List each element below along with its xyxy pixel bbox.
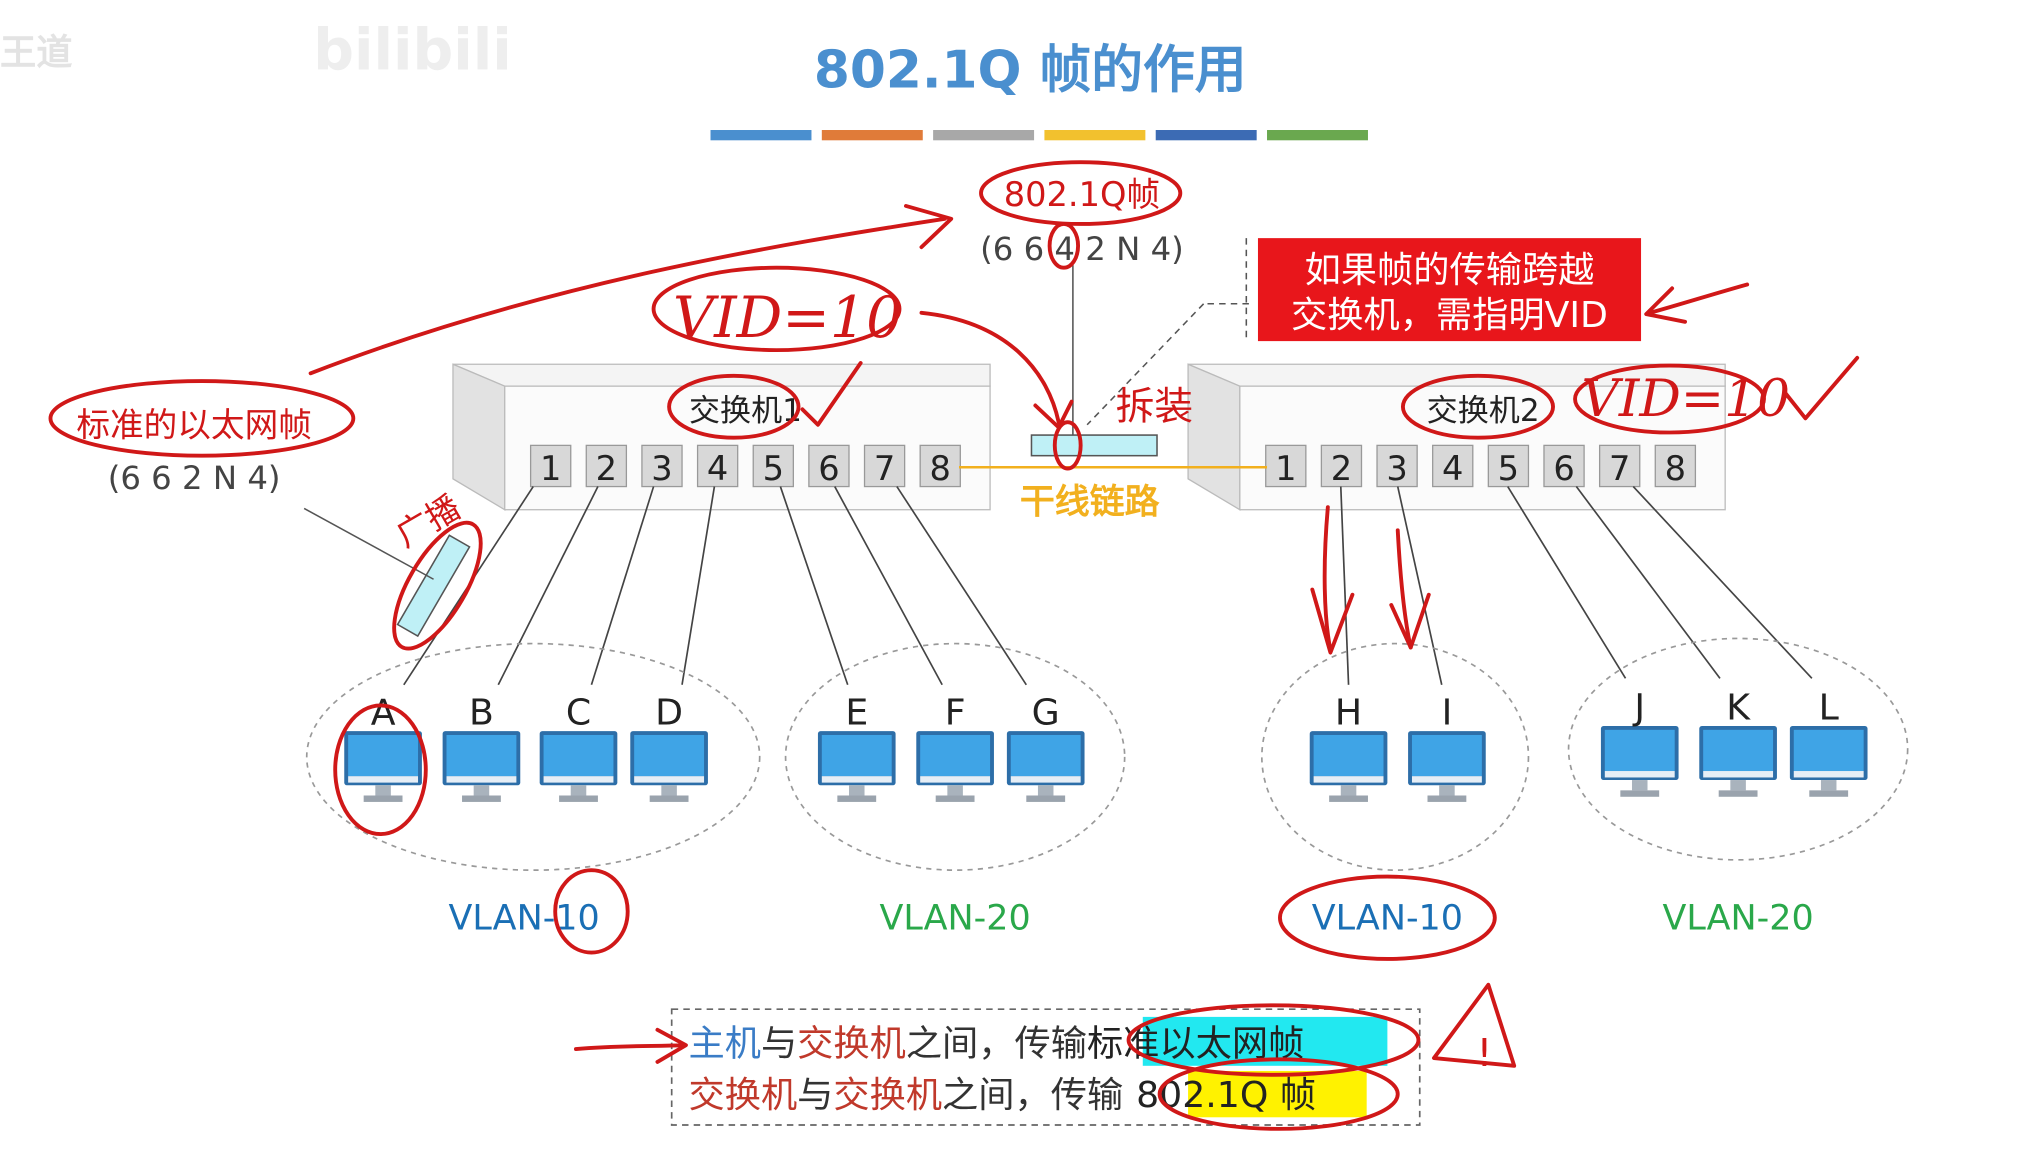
- cables: [403, 485, 1813, 686]
- computer-icon: [1699, 725, 1777, 797]
- host-label: B: [469, 691, 494, 734]
- switch-2-label: 交换机2: [1427, 393, 1540, 429]
- host-label: G: [1032, 691, 1060, 734]
- watermark-logo: bilibili: [313, 18, 512, 84]
- computer-icon: [630, 731, 708, 802]
- frame-left-fields: (6 6 2 N 4): [108, 459, 281, 497]
- switch2-port-label: 6: [1553, 449, 1574, 488]
- host-label: F: [945, 691, 966, 734]
- computer-icon: [539, 731, 618, 802]
- title-bar-segment: [710, 130, 812, 141]
- trunk-label: 干线链路: [1020, 483, 1160, 523]
- vlan-label-4: VLAN-20: [1663, 898, 1814, 938]
- switch2-port: [1543, 444, 1585, 488]
- switch1-port-label: 2: [596, 449, 617, 488]
- switch2-port: [1265, 444, 1307, 488]
- computer-icon: [1408, 731, 1486, 802]
- host-label: H: [1335, 691, 1362, 734]
- exclaim-note: !: [1477, 1031, 1493, 1076]
- switch2-port-label: 7: [1609, 449, 1630, 488]
- frame-left-label: 标准的以太网帧: [76, 405, 311, 444]
- switch1-port-label: 7: [874, 449, 895, 488]
- left-frame-packet: [396, 534, 471, 638]
- switch1-port-label: 1: [540, 449, 561, 488]
- switch2-port: [1376, 444, 1418, 488]
- circle-frame-top: [979, 160, 1183, 226]
- switch1-port: [863, 444, 906, 488]
- highlight-yellow: [1188, 1070, 1367, 1118]
- switch-1-label: 交换机1: [689, 393, 802, 429]
- switch1-port: [585, 444, 628, 488]
- title-bar-segment: [1044, 130, 1146, 141]
- switch1-port: [919, 444, 961, 488]
- switch2-port-label: 2: [1331, 449, 1352, 488]
- summary-line1: 主机与交换机之间，传输标准以太网帧: [689, 1022, 1305, 1065]
- watermark-prefix: 王道: [0, 30, 72, 73]
- title-bar-segment: [933, 130, 1035, 141]
- host-label: A: [371, 691, 396, 734]
- switch1-port-label: 8: [930, 449, 951, 488]
- switch1-port: [529, 444, 572, 488]
- computer-icon: [1600, 725, 1679, 797]
- tag-note: 拆装: [1116, 385, 1194, 430]
- host-label: C: [566, 691, 591, 734]
- callout-line2: 交换机，需指明VID: [1291, 293, 1608, 336]
- host-label: J: [1632, 686, 1645, 729]
- vid-right-note: VID=10: [1582, 369, 1791, 429]
- vlan-label-2: VLAN-20: [880, 898, 1031, 938]
- switch2-port: [1320, 444, 1363, 488]
- vlan-label-1: VLAN-10: [449, 898, 600, 938]
- vlan-label-3: VLAN-10: [1312, 898, 1463, 938]
- switch1-port-label: 5: [763, 449, 784, 488]
- computer-icon: [817, 731, 896, 802]
- switch1-port-label: 4: [707, 449, 728, 488]
- host-label: D: [655, 691, 683, 734]
- switch1-port: [696, 444, 739, 488]
- switch1-port: [808, 444, 850, 488]
- title-color-bar: [710, 130, 1368, 141]
- vlan-groups: [305, 637, 1909, 871]
- switch1-port: [641, 444, 683, 488]
- computer-icon: [1789, 725, 1868, 797]
- switch2-port: [1654, 444, 1697, 488]
- computer-icon: [1309, 731, 1388, 802]
- switch2-port: [1432, 444, 1474, 488]
- switch2-port-label: 5: [1498, 449, 1519, 488]
- trunk-frame-packet: [1030, 434, 1158, 457]
- host-label: K: [1726, 686, 1751, 729]
- frame-top-label: 802.1Q帧: [1004, 175, 1160, 214]
- callout-line1: 如果帧的传输跨越: [1305, 248, 1595, 291]
- computer-icon: [442, 731, 521, 802]
- switch2-port-label: 4: [1442, 449, 1463, 488]
- switch2-port: [1598, 444, 1641, 488]
- title-bar-segment: [1155, 130, 1257, 141]
- title-bar-segment: [1267, 130, 1368, 141]
- host-label: L: [1819, 686, 1839, 729]
- switch2-port-label: 3: [1386, 449, 1407, 488]
- switch2-port-label: 1: [1275, 449, 1296, 488]
- title-bar-segment: [821, 130, 923, 141]
- switch1-port: [752, 444, 794, 488]
- summary-box: [670, 1008, 1421, 1126]
- vid-left-note: VID=10: [673, 285, 902, 351]
- computer-icon: [916, 731, 994, 802]
- switch1-port-label: 3: [651, 449, 672, 488]
- page-title: 802.1Q 帧的作用: [814, 41, 1247, 101]
- switch2-port-label: 8: [1665, 449, 1686, 488]
- computer-icon: [344, 731, 422, 802]
- switch1-port-label: 6: [818, 449, 839, 488]
- host-label: I: [1442, 691, 1453, 734]
- frame-top-fields: (6 6 4 2 N 4): [980, 230, 1184, 268]
- host-label: E: [845, 691, 868, 734]
- callout-box: [1257, 238, 1642, 342]
- circle-frame-left: [48, 379, 356, 458]
- computer-icon: [1006, 731, 1085, 802]
